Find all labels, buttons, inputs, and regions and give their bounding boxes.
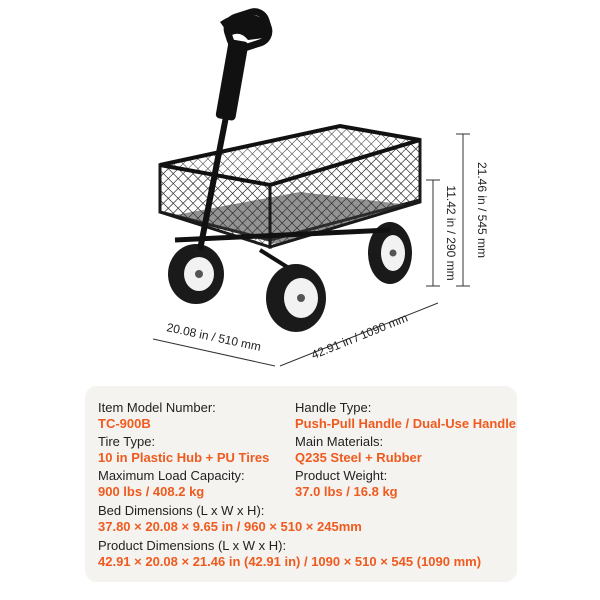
width-label: 20.08 in / 510 mm (165, 320, 262, 354)
product-dimensions-label: Product Dimensions (L x W x H): (98, 538, 287, 553)
item-model-spec: Item Model Number: TC-900B (98, 400, 216, 432)
bed-dimensions-label: Bed Dimensions (L x W x H): (98, 503, 265, 518)
bed-dimensions-value: 37.80 × 20.08 × 9.65 in / 960 × 510 × 24… (98, 519, 362, 534)
product-dimensions-value: 42.91 × 20.08 × 21.46 in (42.91 in) / 10… (98, 554, 482, 569)
bed-height-label: 11.42 in / 290 mm (444, 185, 458, 280)
push-pull-handle (197, 8, 273, 251)
length-label: 42.91 in / 1090 mm (309, 311, 409, 362)
product-weight-spec: Product Weight: 37.0 lbs / 16.8 kg (295, 468, 398, 500)
handle-type-spec: Handle Type: Push-Pull Handle / Dual-Use… (295, 400, 516, 432)
garden-cart-illustration: 21.46 in / 545 mm 11.42 in / 290 mm 20.0… (152, 8, 489, 367)
item-model-label: Item Model Number: (98, 400, 216, 415)
handle-type-value: Push-Pull Handle / Dual-Use Handle (295, 416, 517, 431)
main-materials-value: Q235 Steel + Rubber (295, 450, 422, 465)
item-model-value: TC-900B (98, 416, 151, 431)
main-materials-label: Main Materials: (295, 434, 384, 449)
front-left-wheel (266, 264, 326, 332)
tire-type-spec: Tire Type: 10 in Plastic Hub + PU Tires (98, 434, 269, 466)
total-height-label: 21.46 in / 545 mm (475, 162, 489, 258)
product-dimensions-spec: Product Dimensions (L x W x H): 42.91 × … (98, 538, 481, 570)
bed-dimensions-spec: Bed Dimensions (L x W x H): 37.80 × 20.0… (98, 503, 362, 535)
max-load-label: Maximum Load Capacity: (98, 468, 245, 483)
rear-left-wheel (168, 244, 224, 304)
dimension-lines (152, 133, 470, 367)
max-load-value: 900 lbs / 408.2 kg (98, 484, 205, 499)
spec-card: Item Model Number: TC-900B Handle Type: … (85, 386, 517, 582)
rear-right-wheel (368, 222, 412, 284)
tire-type-value: 10 in Plastic Hub + PU Tires (98, 450, 270, 465)
tire-type-label: Tire Type: (98, 434, 156, 449)
main-materials-spec: Main Materials: Q235 Steel + Rubber (295, 434, 422, 466)
product-weight-label: Product Weight: (295, 468, 388, 483)
handle-type-label: Handle Type: (295, 400, 372, 415)
max-load-spec: Maximum Load Capacity: 900 lbs / 408.2 k… (98, 468, 245, 500)
product-weight-value: 37.0 lbs / 16.8 kg (295, 484, 398, 499)
